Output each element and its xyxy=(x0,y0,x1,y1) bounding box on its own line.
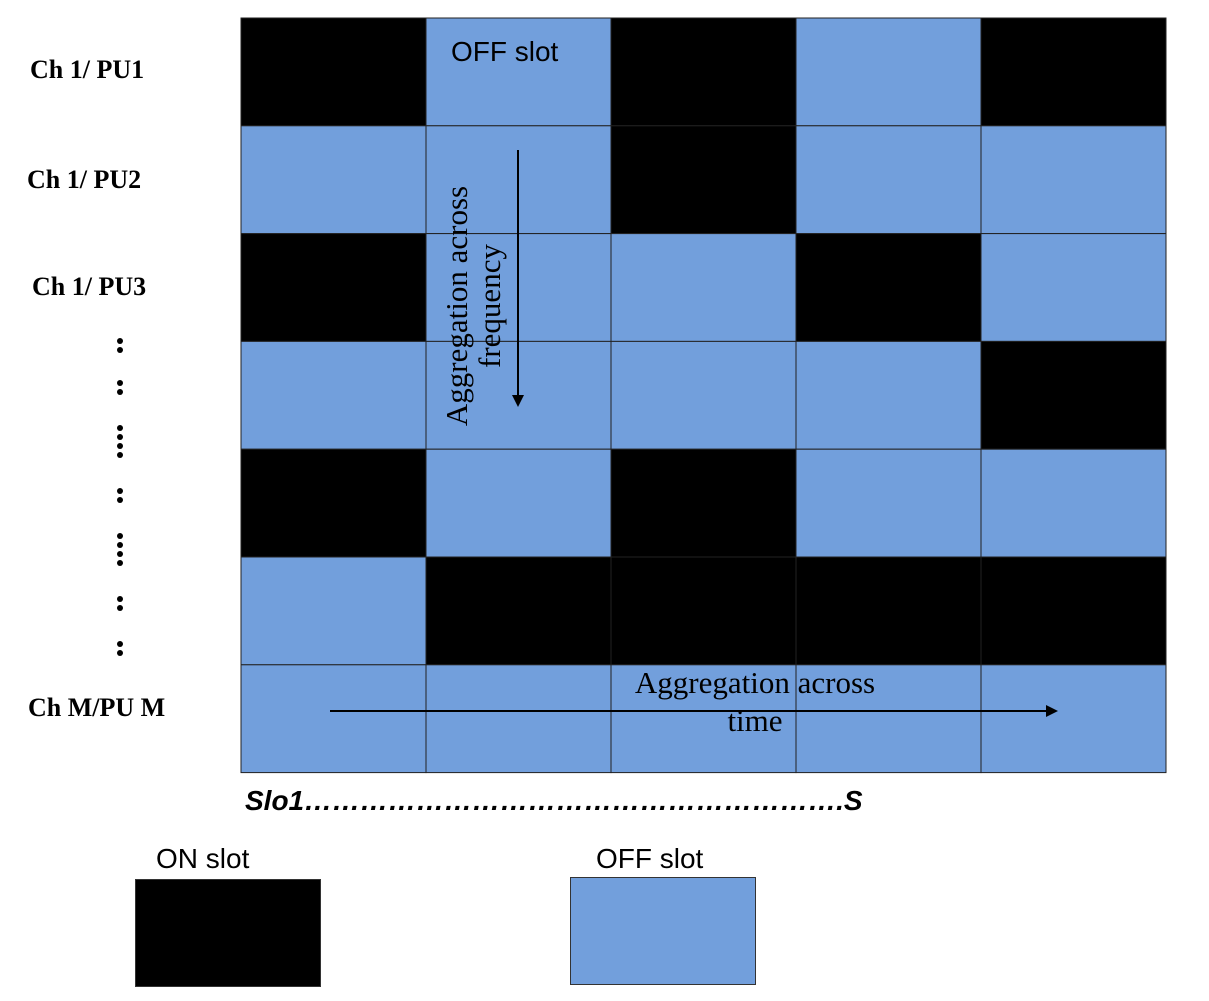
vertical-ellipsis xyxy=(112,641,128,659)
slot-cell-on xyxy=(610,17,797,127)
slot-cell-on xyxy=(610,556,797,666)
legend-off-swatch xyxy=(570,877,756,985)
slot-cell-on xyxy=(980,340,1167,450)
slot-cell-off xyxy=(795,448,982,558)
slot-cell-on xyxy=(240,233,427,342)
slot-cell-off xyxy=(980,664,1167,774)
legend-on-swatch xyxy=(135,879,321,987)
slot-cell-on xyxy=(795,233,982,342)
aggregation-time-label: Aggregation across time xyxy=(580,664,930,740)
row-label-pu1: Ch 1/ PU1 xyxy=(30,55,145,84)
slot-cell-on xyxy=(610,448,797,558)
aggregation-time-line2: time xyxy=(727,703,783,738)
aggregation-time-line1: Aggregation across xyxy=(634,665,876,700)
slot-axis-label: Slo1………………………………………………….S xyxy=(245,785,863,816)
slot-cell-off xyxy=(980,125,1167,235)
row-label-pu2: Ch 1/ PU2 xyxy=(27,165,142,194)
slot-cell-on xyxy=(240,448,427,558)
slot-cell-off xyxy=(795,17,982,127)
slot-cell-off xyxy=(425,17,612,127)
legend-off-label: OFF slot xyxy=(596,843,704,874)
vertical-ellipsis xyxy=(112,596,128,614)
slot-cell-off xyxy=(795,664,982,774)
legend-on-label: ON slot xyxy=(156,843,250,874)
off-slot-cell-label: OFF slot xyxy=(451,36,559,67)
vertical-ellipsis xyxy=(112,380,128,398)
slot-cell-off xyxy=(240,664,427,774)
row-label-pum: Ch M/PU M xyxy=(28,693,166,722)
slot-cell-on xyxy=(610,125,797,235)
aggregation-frequency-line1: Aggregation across xyxy=(439,185,474,427)
row-label-pu3: Ch 1/ PU3 xyxy=(32,272,147,301)
slot-cell-on xyxy=(425,556,612,666)
slot-cell-on xyxy=(795,556,982,666)
vertical-ellipsis xyxy=(112,488,128,506)
slot-cell-off xyxy=(425,448,612,558)
vertical-ellipsis xyxy=(112,533,128,569)
slot-cell-off xyxy=(795,125,982,235)
slot-cell-off xyxy=(610,340,797,450)
vertical-ellipsis xyxy=(112,425,128,461)
slot-cell-off xyxy=(240,125,427,235)
slot-cell-off xyxy=(980,233,1167,342)
slot-cell-off xyxy=(795,340,982,450)
aggregation-frequency-label: Aggregation across frequency xyxy=(439,176,507,436)
vertical-ellipsis xyxy=(112,338,128,356)
slot-cell-off xyxy=(240,340,427,450)
slot-cell-off xyxy=(610,233,797,342)
slot-cell-on xyxy=(240,17,427,127)
aggregation-frequency-line2: frequency xyxy=(472,244,507,368)
slot-cell-off xyxy=(980,448,1167,558)
slot-cell-on xyxy=(980,556,1167,666)
slot-cell-on xyxy=(980,17,1167,127)
slot-cell-off xyxy=(240,556,427,666)
